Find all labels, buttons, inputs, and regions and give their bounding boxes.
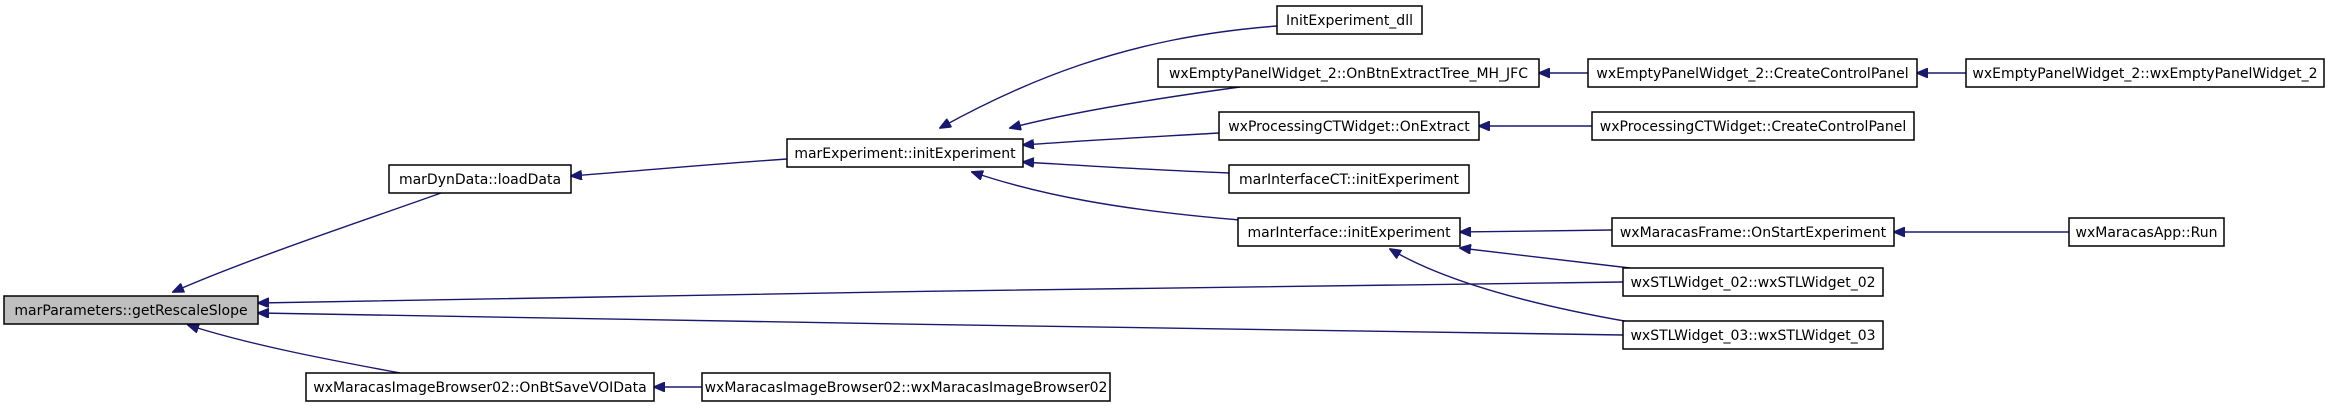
function-node-box (1622, 267, 1884, 297)
function-node-box (1237, 217, 1461, 247)
function-node-box (1276, 5, 1423, 35)
function-node-label: wxEmptyPanelWidget_2::CreateControlPanel (1596, 66, 1908, 82)
function-node-box (1587, 58, 1918, 88)
call-arrow (972, 172, 1241, 221)
function-node-box (786, 138, 1024, 168)
call-arrow (1460, 248, 1631, 269)
call-edge (1460, 248, 1631, 269)
function-node-box (1157, 58, 1540, 88)
function-node[interactable]: wxEmptyPanelWidget_2::OnBtnExtractTree_M… (1157, 58, 1540, 88)
call-arrow (1010, 86, 1241, 128)
function-node-label: wxMaracasApp::Run (2076, 225, 2218, 241)
function-node-label: marInterfaceCT::initExperiment (1239, 172, 1459, 188)
function-node-label: wxMaracasImageBrowser02::wxMaracasImageB… (705, 380, 1108, 396)
function-node-box (1622, 320, 1884, 350)
function-node-label: wxEmptyPanelWidget_2::OnBtnExtractTree_M… (1169, 66, 1528, 82)
call-edge (571, 158, 788, 176)
function-node-label: wxProcessingCTWidget::OnExtract (1228, 119, 1470, 135)
function-node-box (1228, 164, 1470, 194)
call-edge (188, 325, 401, 374)
function-node-box (1218, 111, 1480, 141)
call-arrow (1023, 132, 1220, 145)
function-node-label: wxSTLWidget_03::wxSTLWidget_03 (1630, 328, 1875, 344)
function-node-box (1591, 111, 1915, 141)
function-node-box (3, 295, 259, 325)
call-edge (1023, 132, 1220, 145)
function-node-box (1611, 217, 1895, 247)
nodes-layer: marParameters::getRescaleSlope marDynData… (3, 5, 2325, 402)
function-node[interactable]: marInterfaceCT::initExperiment (1228, 164, 1470, 194)
function-node[interactable]: wxMaracasImageBrowser02::wxMaracasImageB… (701, 372, 1111, 402)
function-node[interactable]: wxProcessingCTWidget::OnExtract (1218, 111, 1480, 141)
function-node[interactable]: wxEmptyPanelWidget_2::wxEmptyPanelWidget… (1965, 58, 2325, 88)
call-edge (1010, 86, 1241, 128)
call-arrow (1460, 230, 1613, 232)
call-arrow (1023, 162, 1230, 174)
call-arrow (188, 325, 401, 374)
function-node-label: wxMaracasImageBrowser02::OnBtSaveVOIData (313, 380, 646, 396)
function-node-box (1965, 58, 2325, 88)
function-node[interactable]: wxProcessingCTWidget::CreateControlPanel (1591, 111, 1915, 141)
edges-layer (173, 25, 2069, 387)
function-node-label: marParameters::getRescaleSlope (14, 303, 247, 319)
function-node[interactable]: wxSTLWidget_02::wxSTLWidget_02 (1622, 267, 1884, 297)
call-edge (972, 172, 1241, 221)
function-node-label: wxProcessingCTWidget::CreateControlPanel (1600, 119, 1906, 135)
function-node-label: marExperiment::initExperiment (794, 146, 1016, 162)
call-edge (940, 25, 1278, 128)
call-edge (173, 192, 442, 292)
call-edge (1390, 249, 1631, 323)
function-node-box (388, 164, 572, 194)
function-node[interactable]: marInterface::initExperiment (1237, 217, 1461, 247)
function-node[interactable]: wxMaracasFrame::OnStartExperiment (1611, 217, 1895, 247)
function-node-label: marDynData::loadData (399, 172, 561, 188)
function-node-label: marInterface::initExperiment (1247, 225, 1451, 241)
function-node[interactable]: wxEmptyPanelWidget_2::CreateControlPanel (1587, 58, 1918, 88)
focus-function-node[interactable]: marParameters::getRescaleSlope (3, 295, 259, 325)
function-node[interactable]: wxSTLWidget_03::wxSTLWidget_03 (1622, 320, 1884, 350)
call-edge (258, 313, 1624, 336)
function-node-label: wxEmptyPanelWidget_2::wxEmptyPanelWidget… (1972, 66, 2317, 82)
function-node[interactable]: wxMaracasApp::Run (2068, 217, 2225, 247)
function-node-label: wxMaracasFrame::OnStartExperiment (1620, 225, 1887, 241)
function-node[interactable]: wxMaracasImageBrowser02::OnBtSaveVOIData (305, 372, 655, 402)
call-edge (1460, 230, 1613, 232)
call-arrow (173, 192, 442, 292)
call-arrow (258, 313, 1624, 336)
function-node-label: InitExperiment_dll (1286, 13, 1413, 29)
call-edge (1023, 162, 1230, 174)
function-node[interactable]: marDynData::loadData (388, 164, 572, 194)
function-node-box (305, 372, 655, 402)
call-arrow (940, 25, 1278, 128)
call-arrow (258, 281, 1624, 303)
call-edge (258, 281, 1624, 303)
function-node-label: wxSTLWidget_02::wxSTLWidget_02 (1630, 275, 1875, 291)
function-node-box (2068, 217, 2225, 247)
call-arrow (571, 158, 788, 176)
call-arrow (1390, 249, 1631, 323)
function-node-box (701, 372, 1111, 402)
function-node[interactable]: InitExperiment_dll (1276, 5, 1423, 35)
function-node[interactable]: marExperiment::initExperiment (786, 138, 1024, 168)
